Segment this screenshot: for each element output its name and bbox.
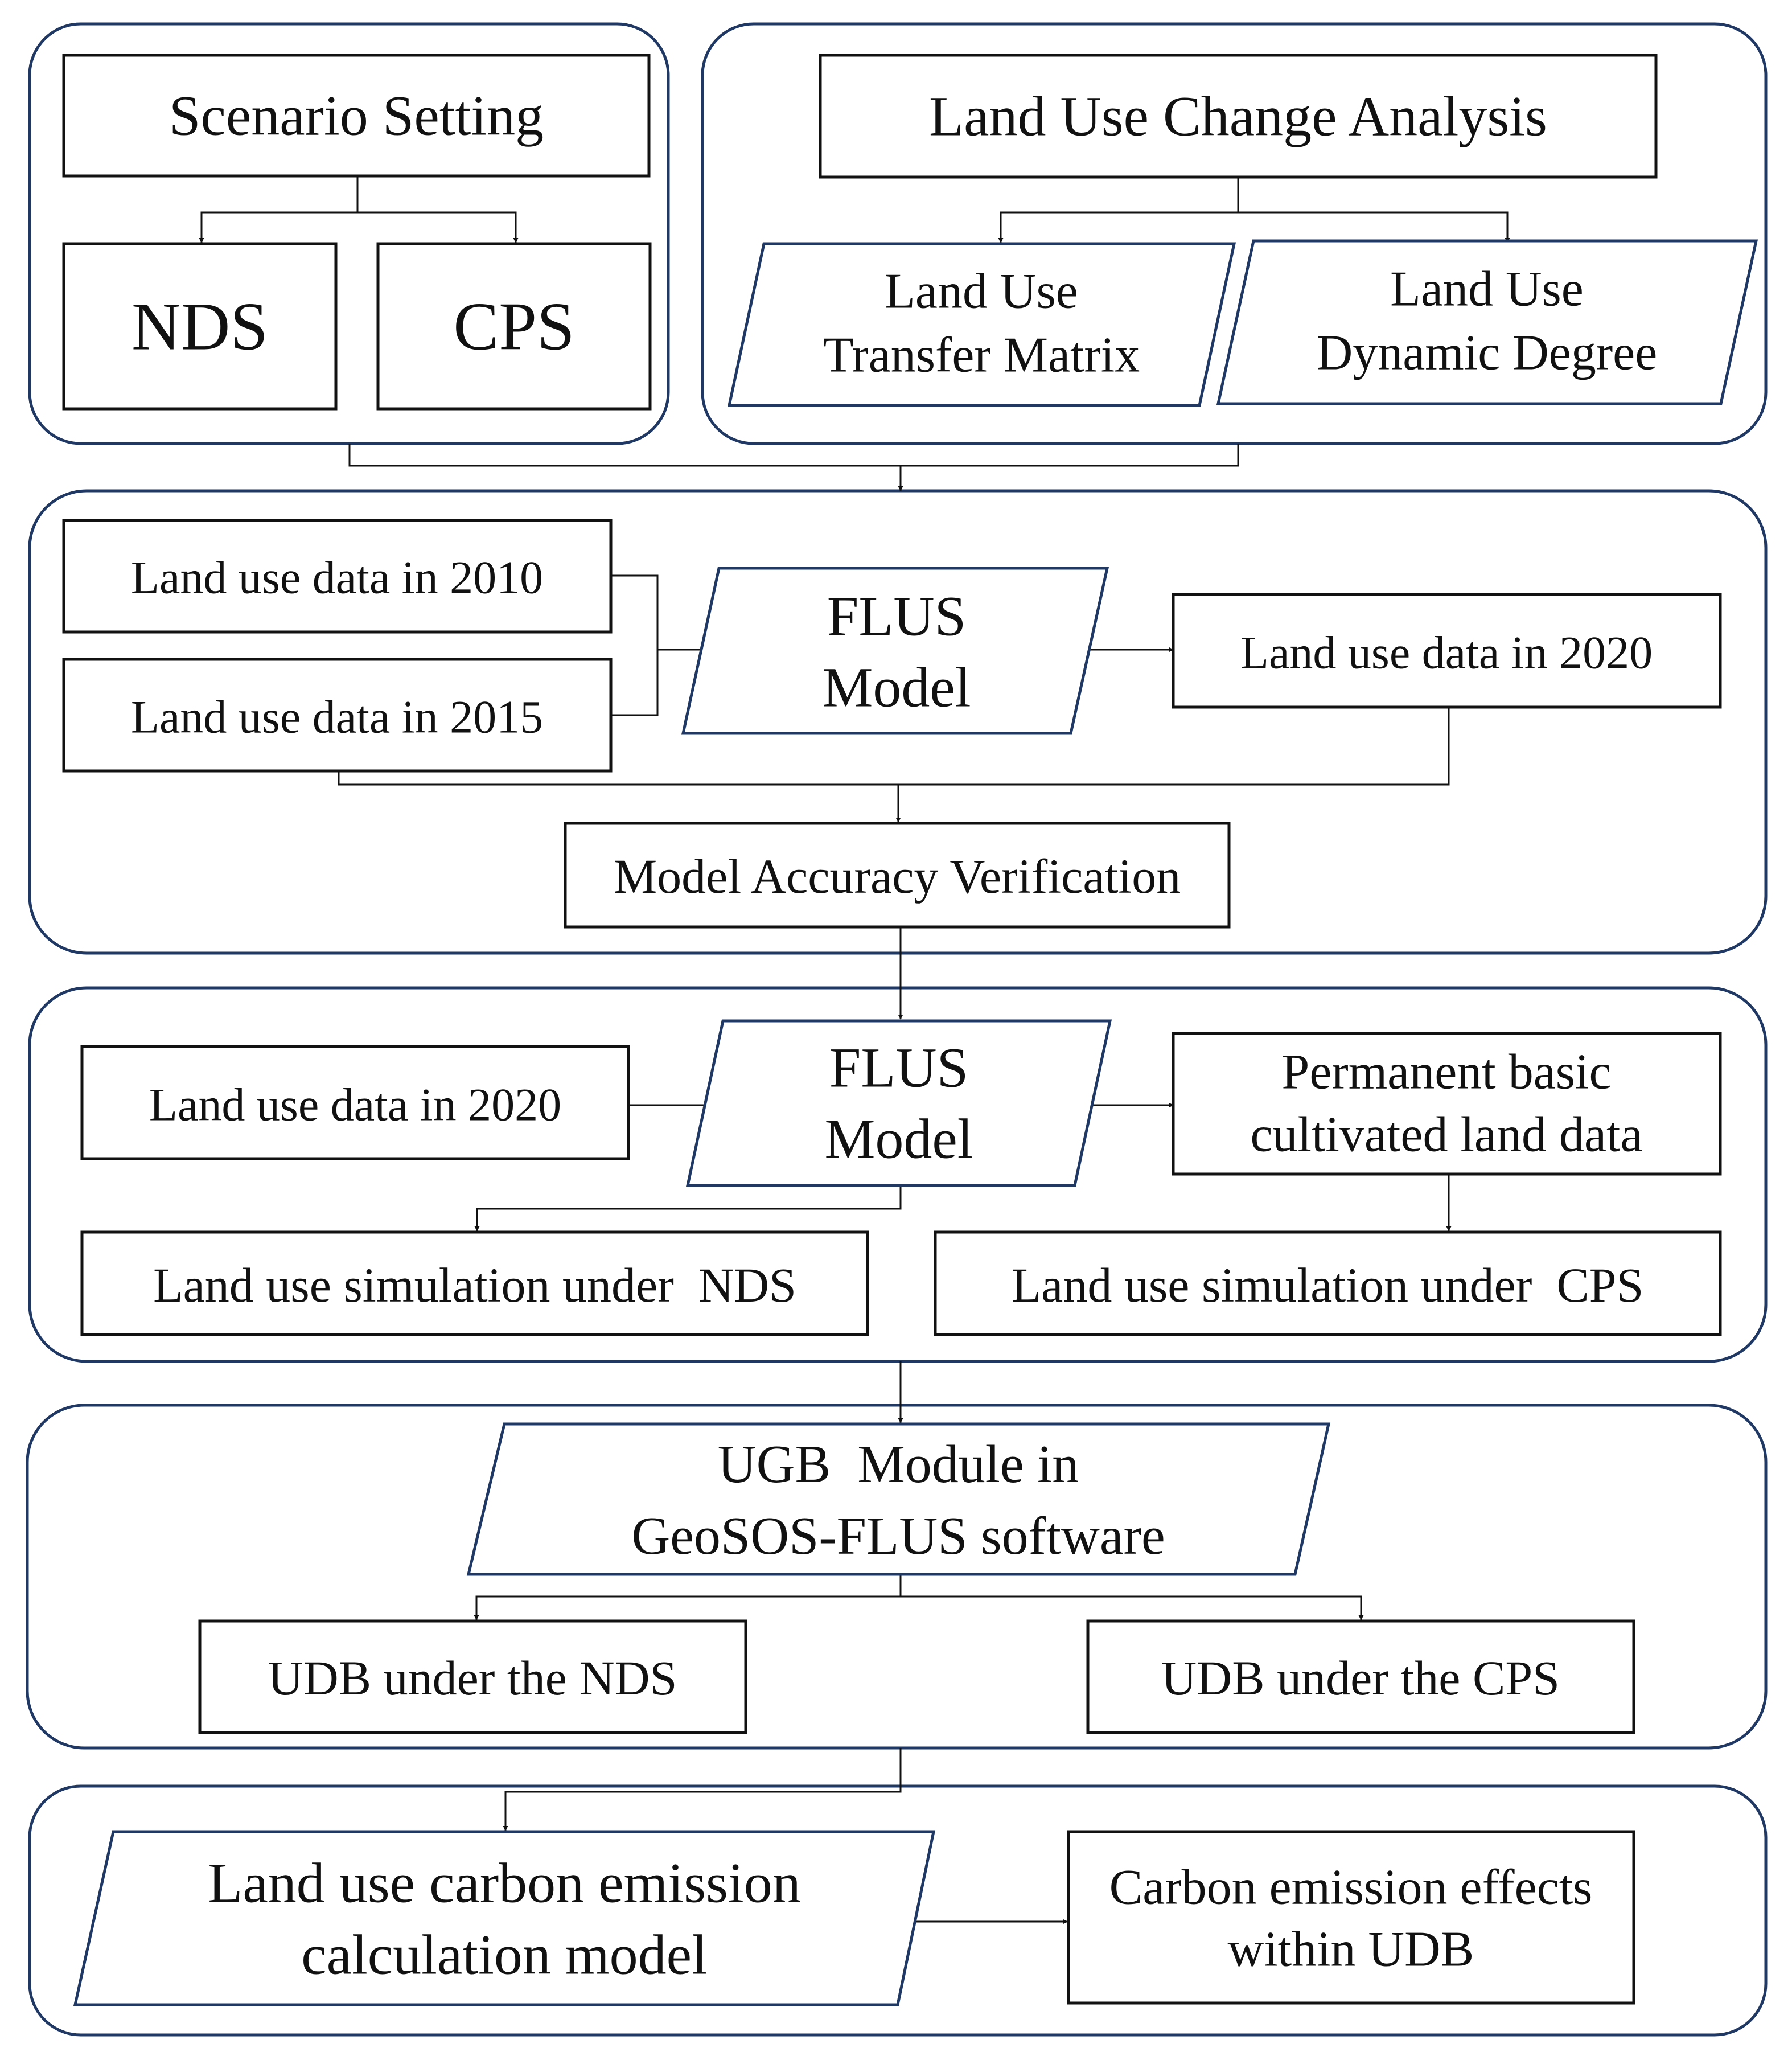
nds-box: NDS [62,242,338,411]
ugb-module-box: UGB Module in GeoSOS-FLUS software [466,1422,1331,1576]
transfer-matrix-line-2: Transfer Matrix [823,328,1140,383]
permanent-cultivated-land-line-1: Permanent basic [1281,1045,1611,1100]
cps-box: CPS [376,242,652,411]
simulation-cps-box: Land use simulation under CPS [934,1230,1722,1336]
permanent-cultivated-land-box: Permanent basic cultivated land data [1172,1032,1722,1176]
ugb-module-line-2: GeoSOS-FLUS software [631,1507,1165,1566]
flus-model-validation-line-2: Model [822,656,971,719]
carbon-effects-line-2: within UDB [1228,1922,1474,1977]
carbon-effects-line-1: Carbon emission effects [1109,1860,1593,1915]
udb-nds-box: UDB under the NDS [198,1619,747,1734]
cps-label: CPS [453,289,575,364]
scenario-simulation-group [28,986,1768,1363]
flus-model-validation-line-1: FLUS [827,585,967,648]
flus-model-simulation-line-1: FLUS [829,1036,969,1099]
land-use-data-2020-simulation-label: Land use data in 2020 [149,1079,561,1131]
land-use-data-2010-box: Land use data in 2010 [62,519,613,634]
dynamic-degree-line-1: Land Use [1390,262,1584,317]
carbon-effects-box: Carbon emission effects within UDB [1067,1830,1635,2005]
carbon-emission-group [28,1784,1768,2037]
land-use-change-analysis-title: Land Use Change Analysis [929,85,1547,148]
flus-model-simulation-box: FLUS Model [685,1019,1112,1187]
udb-nds-label: UDB under the NDS [268,1651,677,1705]
model-accuracy-verification-label: Model Accuracy Verification [614,849,1181,904]
ugb-module-line-1: UGB Module in [718,1435,1079,1494]
permanent-cultivated-land-line-2: cultivated land data [1250,1107,1642,1163]
land-use-data-2020-simulation-box: Land use data in 2020 [80,1045,630,1160]
carbon-model-line-2: calculation model [301,1923,708,1987]
transfer-matrix-line-1: Land Use [885,264,1078,319]
simulation-nds-box: Land use simulation under NDS [80,1230,869,1336]
scenario-setting-box: Scenario Setting [62,54,651,178]
model-accuracy-verification-box: Model Accuracy Verification [564,822,1231,929]
udb-cps-box: UDB under the CPS [1086,1619,1635,1734]
land-use-change-group [701,22,1768,445]
flus-model-validation-box: FLUS Model [681,567,1109,735]
udb-cps-label: UDB under the CPS [1161,1651,1560,1705]
land-use-data-2015-label: Land use data in 2015 [131,691,543,743]
land-use-data-2020-validation-label: Land use data in 2020 [1240,627,1653,679]
carbon-model-line-1: Land use carbon emission [208,1852,800,1915]
transfer-matrix-box: Land Use Transfer Matrix [727,242,1236,407]
model-validation-group [28,489,1768,955]
ugb-delineation-group [26,1404,1768,1750]
nds-label: NDS [131,289,268,364]
dynamic-degree-box: Land Use Dynamic Degree [1216,239,1758,405]
land-use-data-2015-box: Land use data in 2015 [62,658,613,773]
dynamic-degree-line-2: Dynamic Degree [1317,326,1658,381]
land-use-change-analysis-box: Land Use Change Analysis [819,54,1658,179]
simulation-nds-label: Land use simulation under NDS [153,1258,796,1312]
carbon-model-box: Land use carbon emission calculation mod… [73,1830,936,2006]
scenario-setting-title: Scenario Setting [169,84,544,147]
flus-model-simulation-line-2: Model [824,1107,973,1171]
simulation-cps-label: Land use simulation under CPS [1012,1258,1644,1312]
connectors [199,176,1510,1924]
land-use-data-2010-label: Land use data in 2010 [131,552,543,604]
land-use-data-2020-validation-box: Land use data in 2020 [1172,593,1722,709]
